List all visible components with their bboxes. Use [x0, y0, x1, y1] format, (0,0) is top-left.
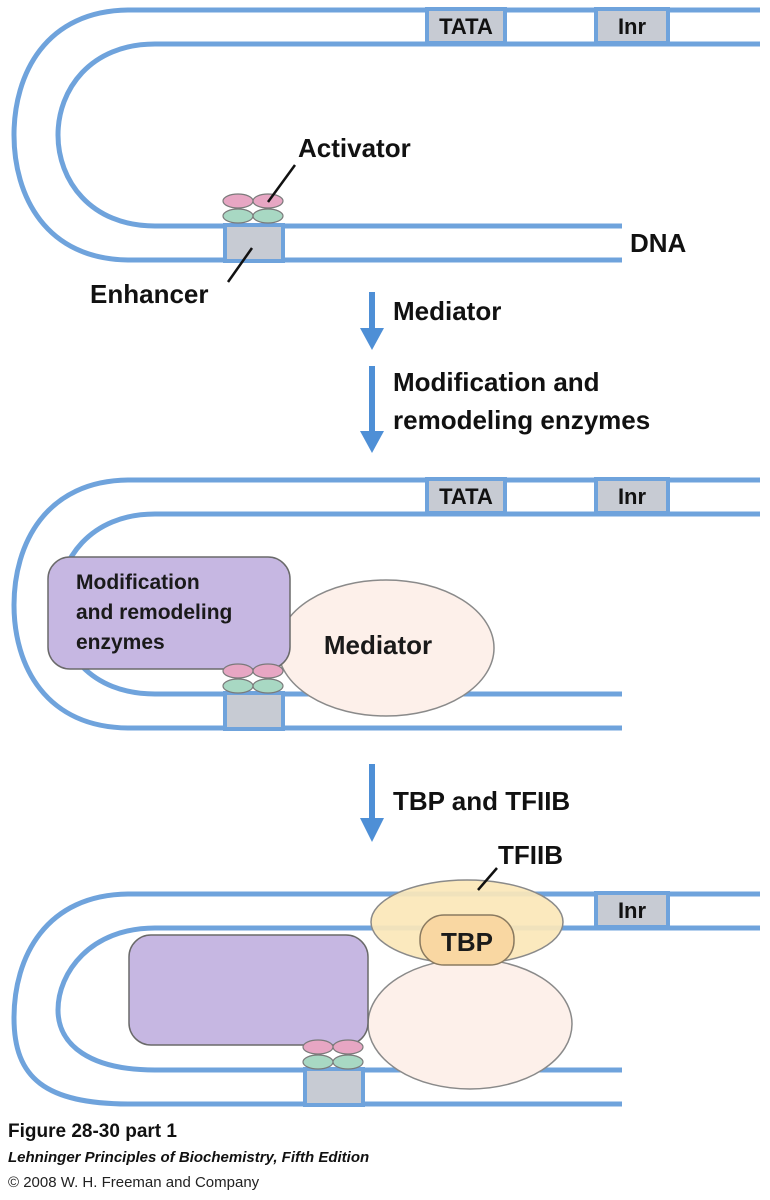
activator-subunit	[222, 678, 254, 694]
modification-step-label-line1: Modification and	[393, 367, 600, 397]
dna-outer-strand	[11, 477, 760, 731]
enhancer-box	[303, 1067, 365, 1107]
tbp-tfiib-arrow-head	[360, 818, 384, 842]
step-2-arrow: TBP and TFIIB	[360, 764, 570, 842]
modification-enzymes-complex	[128, 934, 369, 1046]
dna-outer-strand	[11, 891, 760, 1107]
activator-subunit	[252, 663, 284, 679]
modification-enzymes-complex	[47, 556, 291, 670]
caption-copyright: © 2008 W. H. Freeman and Company	[8, 1174, 260, 1191]
activator-subunit	[222, 193, 254, 209]
inr-box	[594, 891, 670, 929]
caption-book: Lehninger Principles of Biochemistry, Fi…	[8, 1149, 369, 1166]
dna-inner-strand	[55, 41, 760, 229]
mediator-label: Mediator	[324, 630, 432, 660]
tbp-tfiib-step-label: TBP and TFIIB	[393, 786, 570, 816]
step-1-arrows: Mediator Modification and remodeling enz…	[360, 292, 650, 453]
enhancer-box	[223, 223, 285, 263]
modification-step-label-line2: remodeling enzymes	[393, 405, 650, 435]
activator-complex	[222, 663, 284, 694]
activator-leader-line	[266, 164, 297, 203]
mediator-step-label: Mediator	[393, 296, 501, 326]
tfiib-label: TFIIB	[498, 840, 563, 870]
inr-box	[594, 477, 670, 515]
tfiib-leader-line	[477, 867, 498, 891]
tata-box	[425, 7, 507, 45]
mediator-complex	[367, 958, 573, 1090]
activator-subunit	[222, 208, 254, 224]
inr-label: Inr	[618, 898, 647, 923]
dna-outer-strand	[11, 7, 760, 263]
panel-3: Inr TBP TFIIB	[11, 840, 760, 1107]
activator-subunit	[332, 1054, 364, 1070]
dna-label: DNA	[630, 228, 687, 258]
enhancer-label: Enhancer	[90, 279, 209, 309]
tata-label: TATA	[439, 484, 493, 509]
modification-arrow-head	[360, 431, 384, 453]
panel-2: TATA Inr Mediator Modification and remod…	[11, 477, 760, 731]
activator-complex	[302, 1039, 364, 1070]
panel-1: TATA Inr Activator DNA Enhancer	[11, 7, 760, 309]
enzymes-label-line2: and remodeling	[76, 601, 232, 624]
caption-title: Figure 28-30 part 1	[8, 1121, 177, 1142]
figure-caption: Figure 28-30 part 1 Lehninger Principles…	[8, 1121, 369, 1191]
activator-subunit	[222, 663, 254, 679]
enzymes-label-line1: Modification	[76, 571, 200, 594]
inr-label: Inr	[618, 484, 647, 509]
mediator-arrow-head	[360, 328, 384, 350]
tbp-complex	[419, 914, 515, 966]
enzymes-label-line3: enzymes	[76, 631, 165, 654]
activator-subunit	[332, 1039, 364, 1055]
enhancer-box	[223, 691, 285, 731]
activator-subunit	[302, 1054, 334, 1070]
tata-label: TATA	[439, 14, 493, 39]
tata-box	[425, 477, 507, 515]
inr-box	[594, 7, 670, 45]
tbp-label: TBP	[441, 927, 493, 957]
activator-subunit	[252, 208, 284, 224]
dna-inner-strand	[55, 925, 760, 1073]
activator-complex	[222, 193, 284, 224]
enhancer-leader-line	[226, 247, 254, 283]
inr-label: Inr	[618, 14, 647, 39]
activator-subunit	[302, 1039, 334, 1055]
activator-subunit	[252, 678, 284, 694]
activator-label: Activator	[298, 133, 411, 163]
